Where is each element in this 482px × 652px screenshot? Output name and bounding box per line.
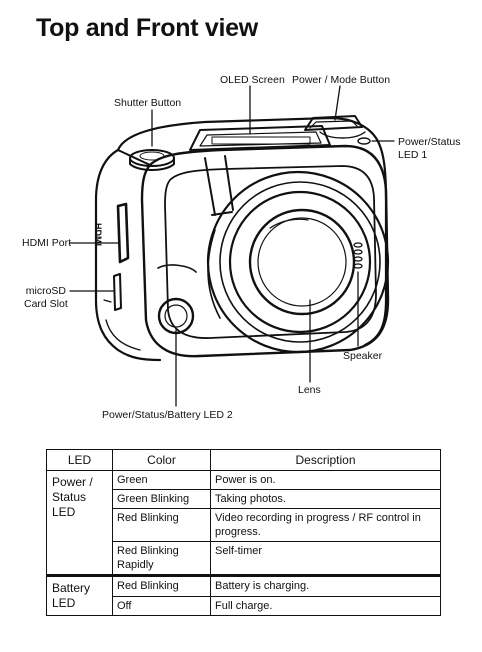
led-status-table: LED Color Description Power / Status LED…	[46, 449, 441, 616]
table-row: Red Blinking Rapidly Self-timer	[47, 541, 441, 576]
hdmi-body-label: HDMI	[93, 223, 103, 246]
table-header-row: LED Color Description	[46, 449, 441, 471]
color-cell: Off	[112, 595, 211, 616]
header-description: Description	[210, 449, 441, 471]
color-cell: Red Blinking Rapidly	[112, 541, 211, 576]
table-row: Power / Status LED Green Power is on.	[46, 470, 441, 576]
led-group-power-status: Power / Status LED	[46, 470, 113, 576]
camera-diagram	[69, 85, 395, 407]
lens-outer-ring	[206, 170, 390, 354]
callout-hdmi-port: HDMI Port	[22, 237, 72, 249]
header-color: Color	[112, 449, 211, 471]
status-led-1-shape	[357, 137, 371, 145]
color-cell: Red Blinking	[112, 508, 211, 542]
microsd-slot-shape	[113, 273, 122, 311]
callout-status-led-1: Power/Status LED 1	[398, 136, 461, 161]
callout-oled-screen: OLED Screen	[220, 74, 285, 86]
callout-power-mode-button: Power / Mode Button	[292, 74, 391, 86]
table-row: Off Full charge.	[47, 595, 441, 616]
callout-shutter-button: Shutter Button	[114, 97, 182, 109]
camera-top-shell	[116, 116, 388, 347]
camera-front-outer	[140, 144, 390, 358]
color-cell: Red Blinking	[112, 574, 211, 597]
callout-led-2: Power/Status/Battery LED 2	[102, 409, 233, 421]
callout-microsd-slot: microSD Card Slot	[24, 285, 68, 310]
color-cell: Green Blinking	[112, 489, 211, 509]
color-cell: Green	[112, 470, 211, 490]
callout-speaker: Speaker	[343, 350, 383, 362]
hdmi-port-shape	[116, 202, 130, 264]
page-title: Top and Front view	[36, 14, 258, 42]
camera-front-inner	[164, 165, 377, 339]
camera-left-side	[94, 148, 162, 362]
table-row: Red Blinking Video recording in progress…	[47, 508, 441, 542]
description-cell: Full charge.	[210, 595, 441, 616]
led-group-battery: Battery LED	[46, 574, 113, 616]
description-cell: Video recording in progress / RF control…	[210, 508, 441, 542]
description-cell: Taking photos.	[210, 489, 441, 509]
callout-lens: Lens	[298, 384, 321, 396]
oled-screen-shape	[189, 125, 331, 151]
description-cell: Power is on.	[210, 470, 441, 490]
table-row: Battery LED Red Blinking Battery is char…	[46, 574, 441, 616]
description-cell: Battery is charging.	[210, 574, 441, 597]
description-cell: Self-timer	[210, 541, 441, 576]
table-row: Green Blinking Taking photos.	[47, 489, 441, 509]
lens-glass	[248, 208, 356, 316]
header-led: LED	[46, 449, 113, 471]
power-mode-button-shape	[304, 115, 363, 131]
speaker-holes	[353, 242, 363, 269]
